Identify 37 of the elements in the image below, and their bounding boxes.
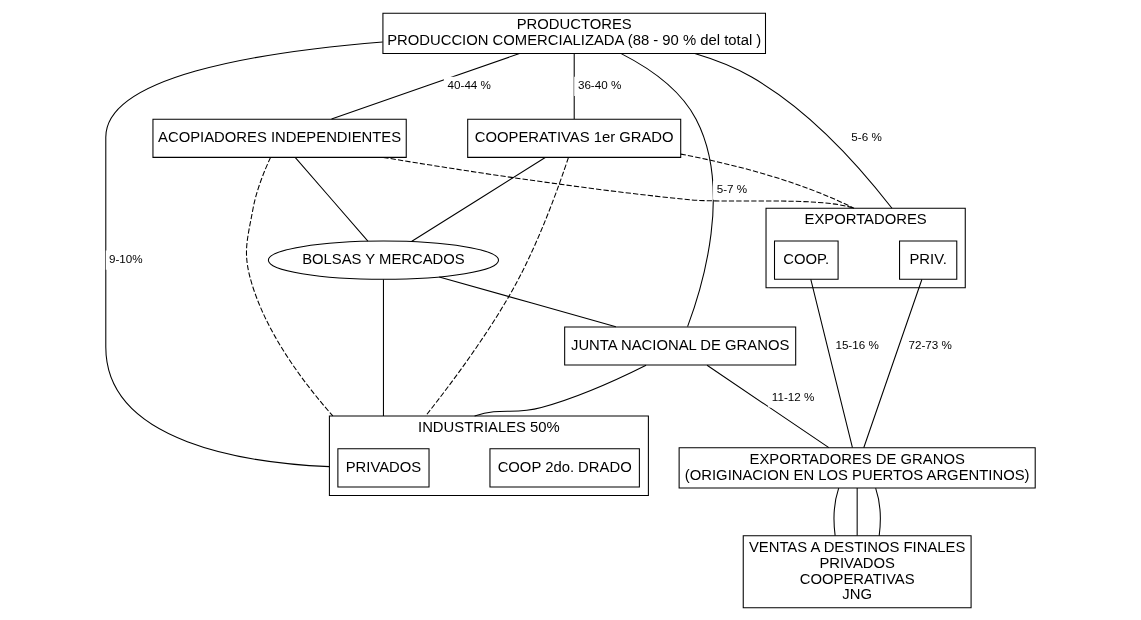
node-box: COOPERATIVAS 1er GRADO bbox=[467, 118, 682, 158]
connector bbox=[382, 156, 855, 209]
node-box: PRODUCTORES PRODUCCION COMERCIALIZADA (88 - 90 % del total ) bbox=[382, 12, 766, 54]
edge-label: 11-12 % bbox=[771, 389, 815, 403]
node-box: ACOPIADORES INDEPENDIENTES bbox=[152, 118, 407, 158]
connector bbox=[438, 275, 617, 327]
connector bbox=[382, 278, 384, 416]
edge-label: 36-40 % bbox=[577, 77, 622, 91]
connector bbox=[856, 487, 858, 536]
connector bbox=[474, 364, 647, 416]
edge-label: 15-16 % bbox=[835, 337, 879, 351]
node-box: VENTAS A DESTINOS FINALES PRIVADOS COOPERATIVAS JNG bbox=[742, 534, 972, 608]
connector bbox=[680, 153, 855, 209]
edge-label: 72-73 % bbox=[908, 337, 952, 351]
node-box: PRIV. bbox=[899, 240, 958, 280]
connector bbox=[875, 487, 881, 536]
node-ellipse: BOLSAS Y MERCADOS bbox=[267, 240, 500, 280]
edge-label: 9-10% bbox=[108, 251, 143, 265]
connector bbox=[620, 52, 714, 327]
node-box: COOP 2do. DRADO bbox=[489, 447, 640, 487]
connector bbox=[810, 278, 853, 448]
connector bbox=[863, 278, 923, 448]
connector bbox=[245, 156, 334, 416]
connector bbox=[706, 364, 830, 448]
connector bbox=[833, 487, 840, 536]
node-box: EXPORTADORES DE GRANOS (ORIGINACION EN LOS PUERTOS ARGENTINOS) bbox=[678, 446, 1036, 489]
node-box: COOP. bbox=[773, 240, 839, 280]
connector bbox=[694, 52, 893, 209]
node-box: JUNTA NACIONAL DE GRANOS bbox=[564, 325, 797, 366]
edge-label: 5-7 % bbox=[716, 181, 748, 195]
connector bbox=[294, 156, 369, 242]
connector bbox=[331, 52, 520, 120]
connector bbox=[410, 156, 546, 242]
edge-label: 5-6 % bbox=[851, 129, 882, 143]
node-box: PRIVADOS bbox=[337, 447, 430, 487]
edge-label: 40-44 % bbox=[447, 77, 491, 91]
connector bbox=[425, 156, 569, 416]
